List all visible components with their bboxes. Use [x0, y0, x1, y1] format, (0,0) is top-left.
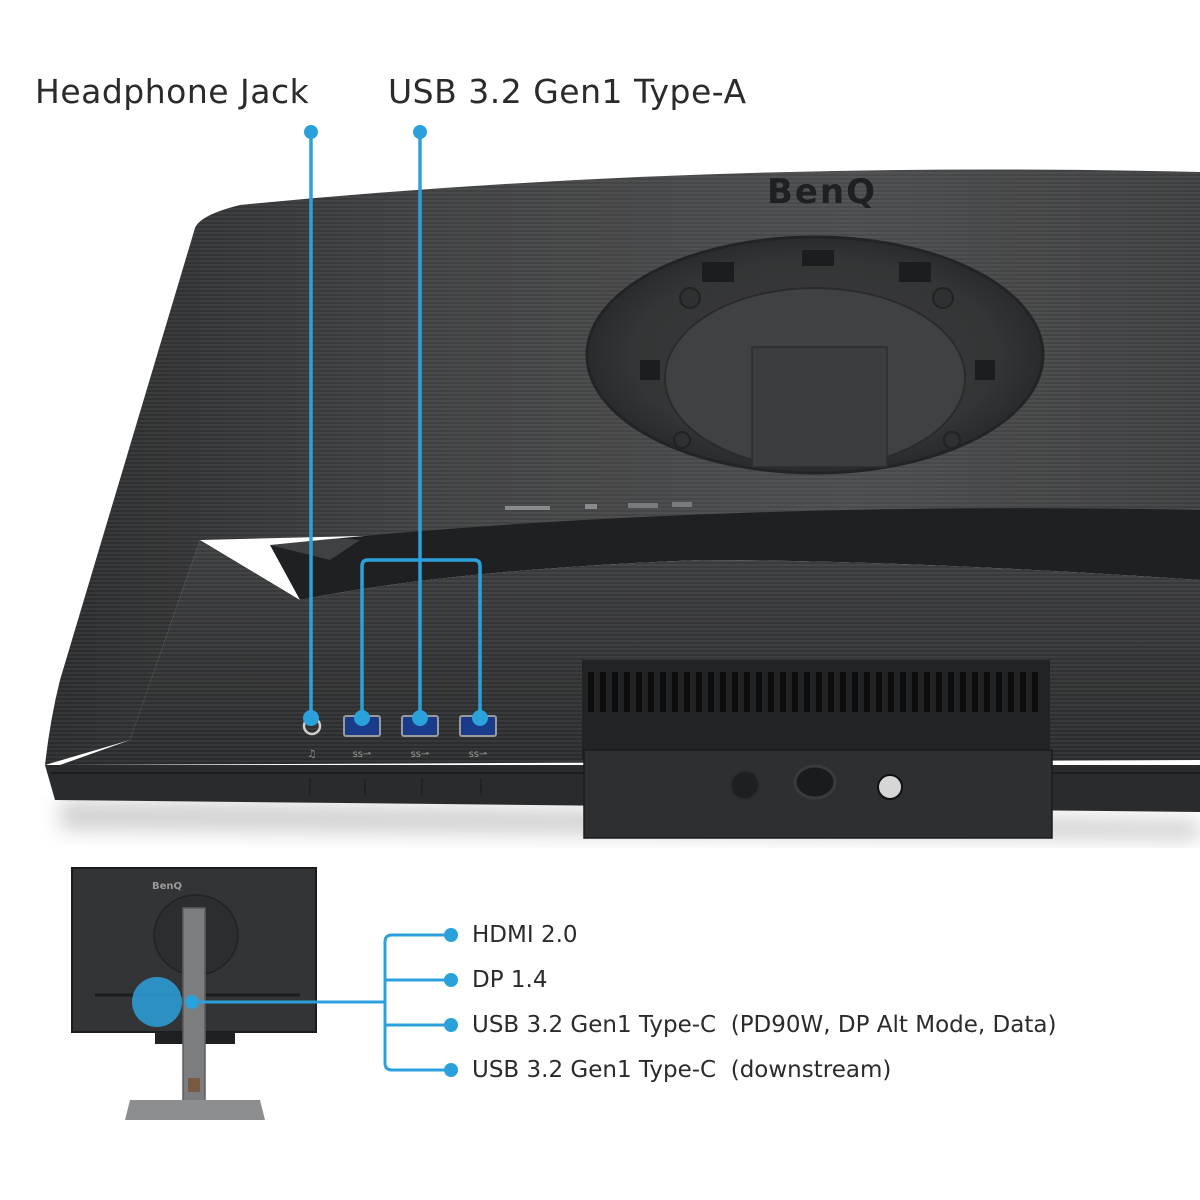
screw-icon [932, 287, 954, 309]
callout-dot [444, 928, 458, 942]
rear-io-callout-lines [192, 933, 451, 1072]
callout-dot [444, 1018, 458, 1032]
screw-icon [673, 431, 691, 449]
stand-bracket [582, 660, 1053, 839]
usb-icon: ss⇀ [469, 749, 488, 760]
callout-dot [303, 710, 319, 726]
usb-icon: ss⇀ [411, 749, 430, 760]
screw-icon [943, 431, 961, 449]
usb-icon: ss⇀ [353, 749, 372, 760]
dp-label: DP 1.4 [472, 967, 548, 993]
release-knob [877, 774, 903, 800]
highlight-circle [132, 977, 182, 1027]
callout-dot [354, 710, 370, 726]
headphone-jack-label: Headphone Jack [35, 72, 310, 111]
callout-dot [444, 973, 458, 987]
mini-benq-logo: BenQ [152, 881, 182, 892]
benq-logo: BenQ [767, 172, 877, 212]
screw-icon [679, 287, 701, 309]
lock-button [730, 770, 760, 800]
callout-dot [304, 125, 318, 139]
usb-c-downstream-label: USB 3.2 Gen1 Type-C (downstream) [472, 1057, 892, 1083]
callout-dot [413, 125, 427, 139]
hdmi-label: HDMI 2.0 [472, 922, 578, 948]
callout-dot [472, 710, 488, 726]
usb-a-label: USB 3.2 Gen1 Type-A [388, 72, 747, 111]
usb-c-upstream-label: USB 3.2 Gen1 Type-C (PD90W, DP Alt Mode,… [472, 1012, 1057, 1038]
cable-hole [793, 764, 837, 800]
mount-cover [751, 346, 888, 468]
callout-dot [412, 710, 428, 726]
mini-monitor-rear [71, 867, 317, 1120]
callout-dot [444, 1063, 458, 1077]
headphone-icon: ♫ [308, 749, 317, 760]
top-callout-lines [309, 133, 482, 717]
